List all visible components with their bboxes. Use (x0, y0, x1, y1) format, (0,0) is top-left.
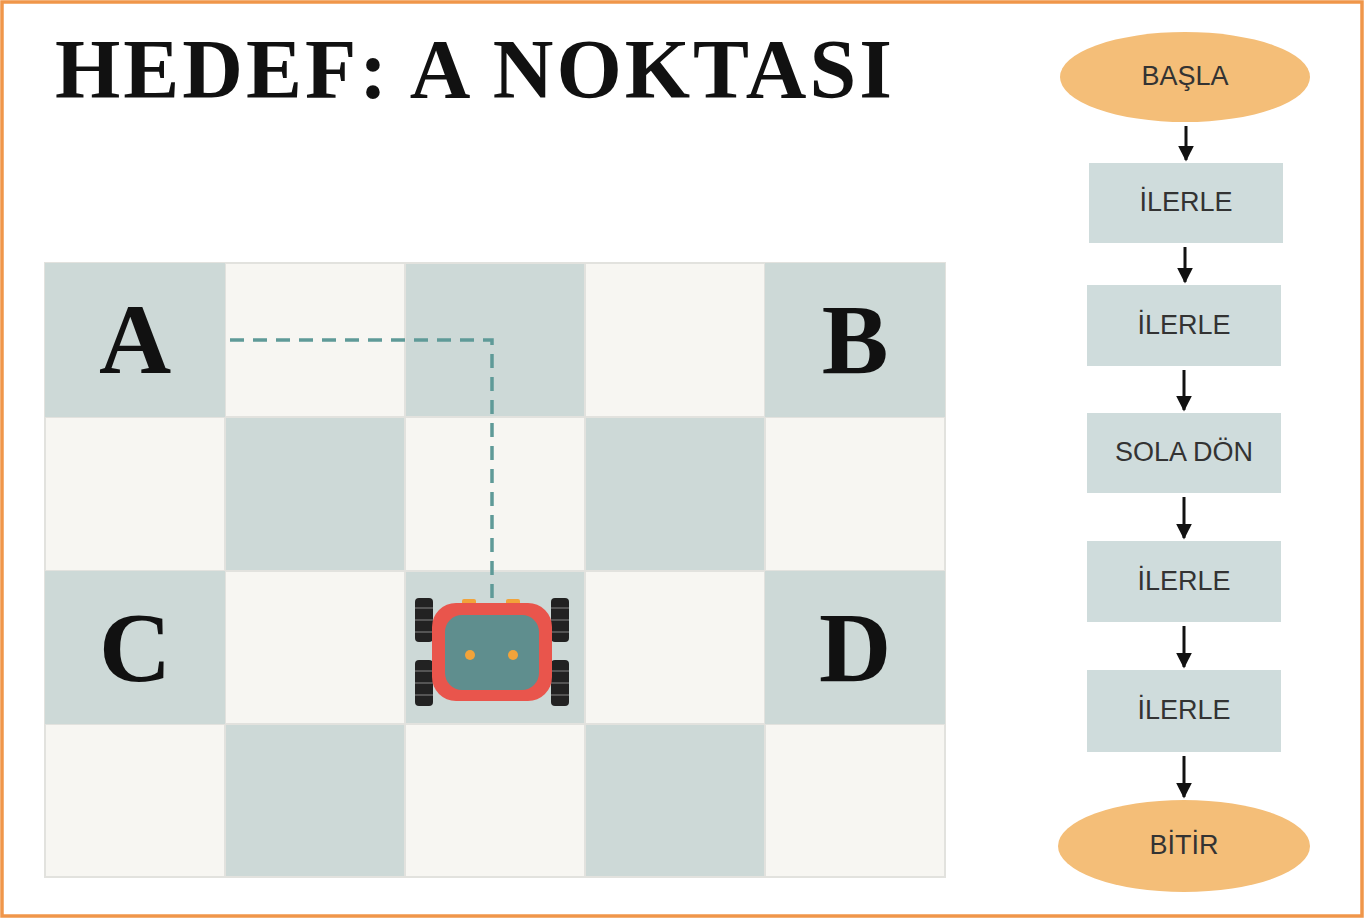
ellipse-shape (1060, 32, 1310, 122)
node-text: A (99, 285, 171, 395)
title: HEDEF: A NOKTASI (55, 28, 895, 112)
node-text: C (99, 593, 171, 703)
flow-arrow (1185, 126, 1188, 160)
robot-path (197, 327, 492, 598)
flow-arrow (1183, 626, 1186, 667)
node-text: İLERLE (1139, 188, 1232, 218)
robot-body (432, 603, 552, 701)
grid-cell (765, 724, 945, 877)
grid-cell (405, 263, 585, 417)
node-text: D (819, 593, 891, 703)
grid-cell (405, 571, 585, 724)
grid-cell (765, 263, 945, 417)
robot-figure (415, 598, 569, 706)
grid-cell (45, 724, 225, 877)
process-box: İLERLE (1087, 285, 1281, 366)
grid-cell (225, 571, 405, 724)
robot-wheel (415, 660, 433, 706)
grid-cell (765, 417, 945, 571)
grid-cell (225, 417, 405, 571)
grid-board (45, 263, 945, 877)
robot-eye (465, 650, 475, 660)
node-text: İLERLE (1137, 567, 1230, 597)
process-box: SOLA DÖN (1087, 413, 1281, 493)
robot-wheel (415, 598, 433, 642)
robot-top (445, 615, 539, 690)
target-cell: A (45, 263, 225, 417)
flow-arrow (1183, 497, 1186, 538)
flow-arrow (1183, 370, 1186, 410)
target-cell: D (765, 571, 945, 724)
grid-cell (765, 571, 945, 724)
process-box: İLERLE (1087, 541, 1281, 622)
grid-cell (405, 724, 585, 877)
grid-cell (45, 263, 225, 417)
grid-cell (585, 263, 765, 417)
grid-cell (225, 724, 405, 877)
node-text: İLERLE (1137, 696, 1230, 726)
grid-cell (585, 417, 765, 571)
process-box: İLERLE (1089, 163, 1283, 243)
terminal-ellipse: BİTİR (1058, 800, 1310, 892)
grid-cell (585, 571, 765, 724)
node-text: İLERLE (1137, 311, 1230, 341)
robot-wheel (551, 660, 569, 706)
dashed-route (220, 340, 492, 598)
target-cell: C (45, 571, 225, 724)
robot-wheel (551, 598, 569, 642)
terminal-ellipse: BAŞLA (1060, 32, 1310, 122)
robot-eye (508, 650, 518, 660)
target-cell: B (765, 263, 945, 417)
grid-cell (45, 571, 225, 724)
flow-arrow (1183, 756, 1186, 797)
grid-cell (405, 417, 585, 571)
ellipse-shape (1058, 800, 1310, 892)
grid-cell (585, 724, 765, 877)
node-text: BİTİR (1149, 831, 1218, 861)
node-text: B (822, 285, 889, 395)
flow-arrow (1184, 247, 1187, 282)
node-text: BAŞLA (1141, 62, 1228, 92)
process-box: İLERLE (1087, 670, 1281, 752)
grid-cell (45, 417, 225, 571)
node-text: SOLA DÖN (1115, 438, 1253, 468)
